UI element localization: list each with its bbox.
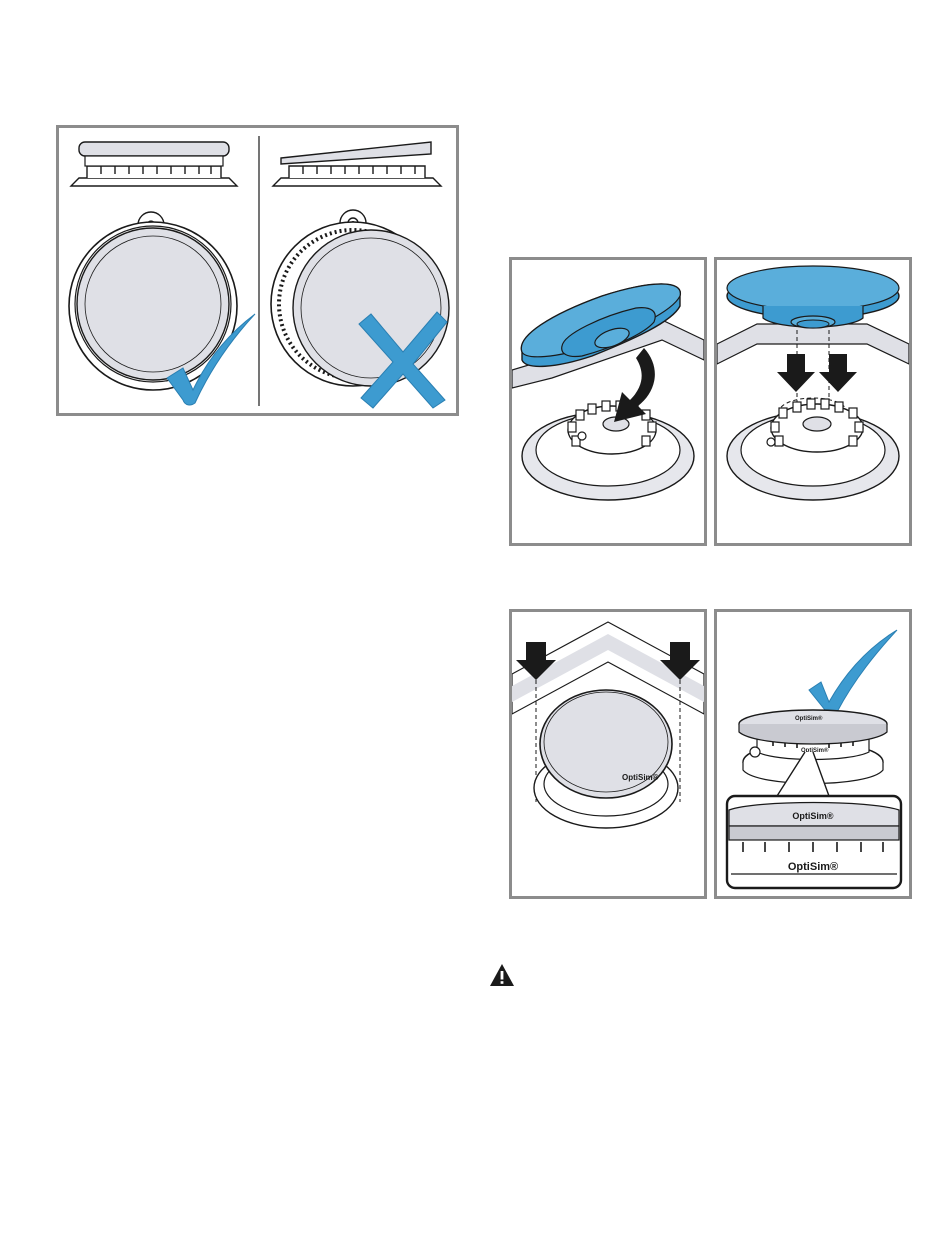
cap-brand-label: OptiSim®	[622, 773, 659, 782]
zoom-brand-label: OptiSim®	[788, 861, 838, 873]
burner-base	[522, 401, 694, 500]
figure-step-3-set-top-cap: OptiSim®	[509, 609, 707, 899]
figure-step-4-assembled-burner: OptiSim® OptiSim® OptiSim® OptiSim®	[714, 609, 912, 899]
zoom-callout	[727, 796, 901, 888]
arrow-down-icon	[777, 354, 815, 392]
figure-step-1-lower-cap	[509, 257, 707, 546]
burner-cap-blue	[727, 266, 899, 328]
zoom-top-brand-label: OptiSim®	[792, 811, 834, 821]
cap-side-view-incorrect	[273, 142, 441, 186]
step-3-illustration: OptiSim®	[512, 612, 704, 896]
step-2-illustration	[717, 260, 909, 543]
checkmark-icon	[809, 630, 897, 715]
cap-top-view-incorrect	[271, 210, 449, 386]
cap-side-view-correct	[71, 142, 237, 186]
cap-comparison-illustration	[59, 128, 456, 413]
burner-base	[727, 399, 899, 500]
step-4-illustration: OptiSim® OptiSim® OptiSim® OptiSim®	[717, 612, 909, 896]
figure-step-2-align-cap	[714, 257, 912, 546]
arrow-down-icon	[819, 354, 857, 392]
step-1-illustration	[512, 260, 704, 543]
warning-triangle-icon	[489, 963, 515, 987]
cap-top-brand-label: OptiSim®	[795, 715, 823, 722]
figure-cap-placement-comparison	[56, 125, 459, 416]
